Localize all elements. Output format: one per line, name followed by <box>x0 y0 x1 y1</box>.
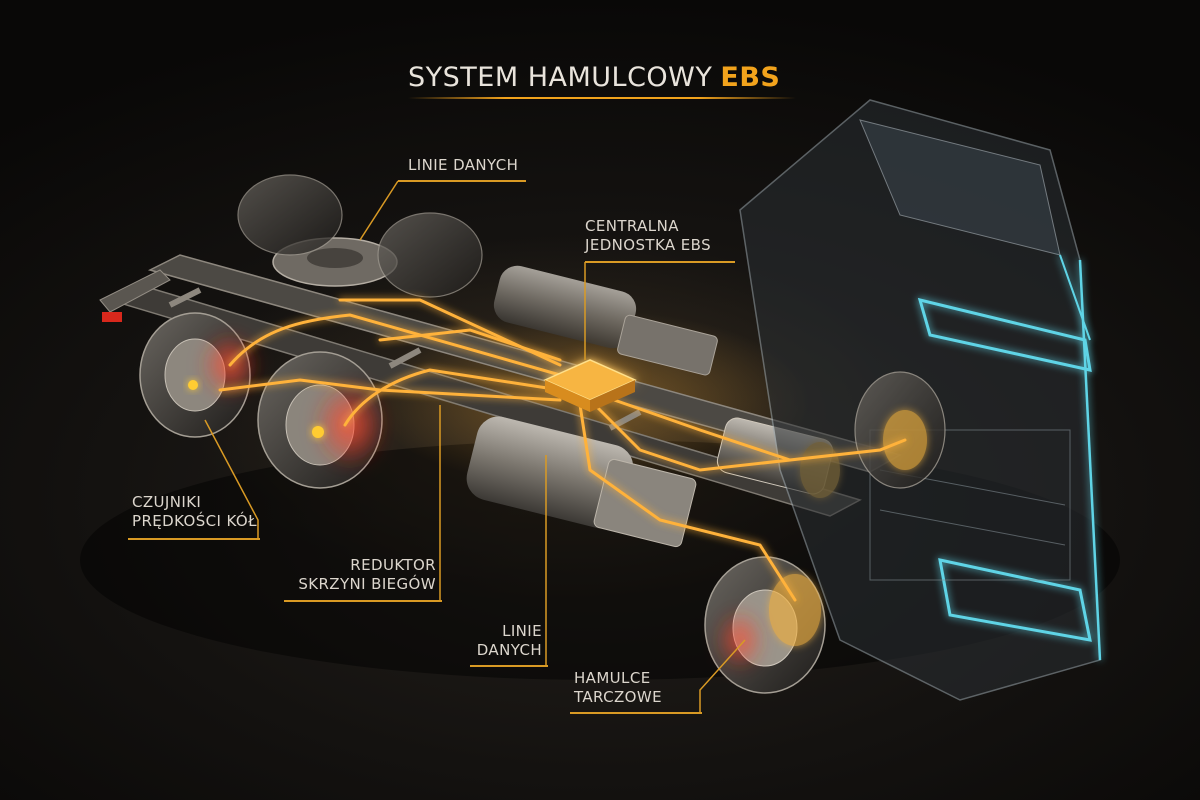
label-line-2: DANYCH <box>476 641 542 659</box>
central-ebs-unit <box>540 355 640 412</box>
ebs-data-lines <box>218 298 907 602</box>
label-line-1: LINIE <box>502 622 542 640</box>
label-central-unit: CENTRALNA JEDNOSTKA EBS <box>585 217 711 255</box>
label-line-2: PRĘDKOŚCI KÓŁ <box>132 512 257 530</box>
leader-line <box>585 261 735 263</box>
label-line-2: SKRZYNI BIEGÓW <box>298 575 436 593</box>
leader-line <box>398 180 526 182</box>
title-accent: EBS <box>720 62 781 93</box>
leader-line <box>128 538 260 540</box>
leader-line <box>284 600 442 602</box>
label-wheel-sensors: CZUJNIKI PRĘDKOŚCI KÓŁ <box>132 493 257 531</box>
title-underline <box>408 97 796 99</box>
title-text: SYSTEM HAMULCOWY <box>408 62 713 93</box>
label-line-1: CZUJNIKI <box>132 493 202 511</box>
label-line-2: TARCZOWE <box>574 688 662 706</box>
rear-axle-wheels <box>139 174 483 489</box>
label-line-1: HAMULCE <box>574 669 651 687</box>
label-line-1: CENTRALNA <box>585 217 679 235</box>
label-data-lines-bottom: LINIE DANYCH <box>470 622 542 660</box>
label-gearbox: REDUKTOR SKRZYNI BIEGÓW <box>284 556 436 594</box>
leader-line <box>570 712 702 714</box>
label-disc-brakes: HAMULCE TARCZOWE <box>574 669 662 707</box>
label-line-1: REDUKTOR <box>350 556 436 574</box>
label-data-lines-top: LINIE DANYCH <box>408 156 518 175</box>
leader-line <box>470 665 548 667</box>
tail-light <box>102 312 122 322</box>
label-line-2: JEDNOSTKA EBS <box>585 236 711 254</box>
label-text: LINIE DANYCH <box>408 156 519 174</box>
fuel-tanks <box>466 265 718 548</box>
